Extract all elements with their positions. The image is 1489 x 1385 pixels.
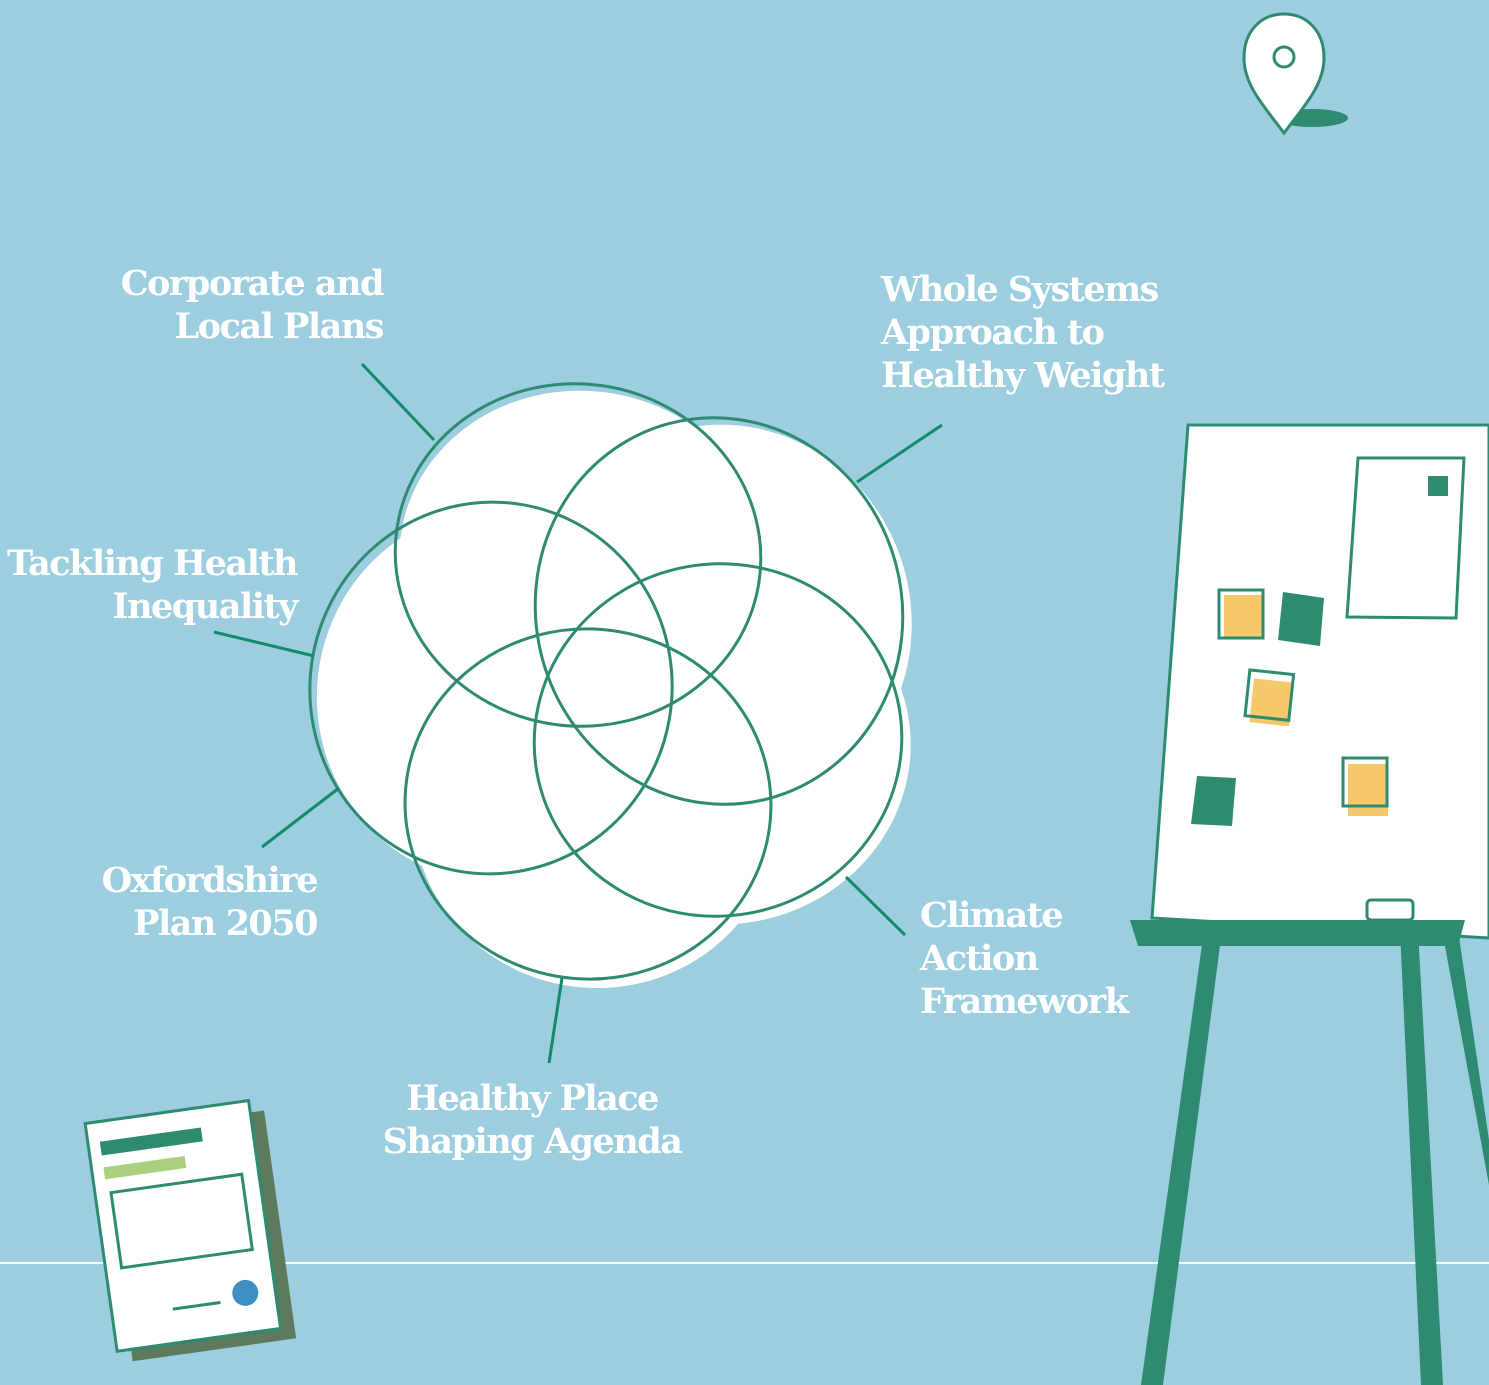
label-line: Framework [920,981,1129,1022]
connector-corporate [360,362,436,442]
sticky-note [1341,756,1389,816]
label-line: Action [920,938,1039,979]
whiteboard-easel [1130,423,1489,1385]
label-line: Healthy Place [406,1078,659,1119]
label-climate-action-framework: Climate Action Framework [920,894,1129,1023]
label-line: Inequality [112,586,298,627]
label-line: Whole Systems [881,269,1159,310]
label-corporate-local-plans: Corporate and Local Plans [120,262,385,348]
label-healthy-place-shaping: Healthy Place Shaping Agenda [382,1077,683,1163]
sticky-note [1191,776,1236,826]
label-whole-systems: Whole Systems Approach to Healthy Weight [881,268,1165,397]
document-icon [83,1098,297,1362]
connector-oxfordshire [261,786,340,849]
location-pin-icon [1242,12,1348,136]
label-line: Corporate and [120,263,385,304]
sticky-note [1217,588,1265,640]
connector-healthy-place [547,977,564,1064]
label-line: Oxfordshire [101,860,319,901]
label-line: Plan 2050 [133,903,318,944]
sticky-note [1243,668,1296,727]
sticky-note [1278,592,1324,646]
label-oxfordshire-plan: Oxfordshire Plan 2050 [101,859,319,945]
label-line: Tackling Health [6,543,299,584]
label-line: Healthy Weight [881,355,1165,396]
label-line: Approach to [881,312,1105,353]
label-line: Shaping Agenda [382,1121,683,1162]
label-line: Climate [920,895,1064,936]
overlapping-circles-diagram [213,362,943,1064]
label-line: Local Plans [174,306,385,347]
connector-climate [844,875,907,937]
connector-whole-systems [856,423,943,484]
label-tackling-health-inequality: Tackling Health Inequality [6,542,299,628]
connector-tackling [213,630,315,658]
